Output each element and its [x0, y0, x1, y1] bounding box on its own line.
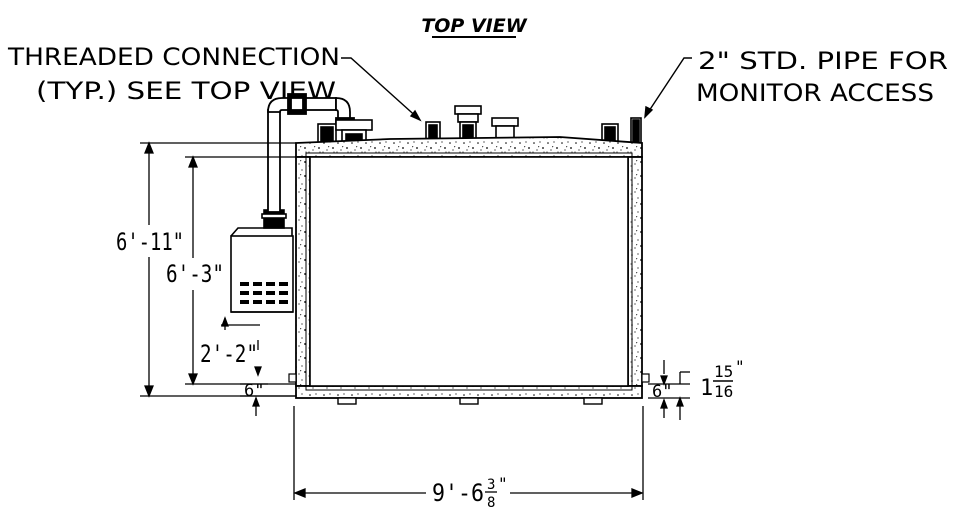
- tank-roof: [295, 136, 643, 158]
- fitting-5: [491, 117, 519, 127]
- tank-right-wall: [627, 156, 643, 387]
- pump-vent-grille: [240, 282, 288, 304]
- overall-height-dim: 6'-11": [116, 228, 184, 256]
- pump-unit: [230, 209, 294, 313]
- tank-shell: [288, 136, 650, 405]
- dimension-lines: [140, 141, 690, 500]
- fitting-2: [335, 119, 373, 131]
- tank-left-wall: [295, 156, 311, 387]
- overall-width-numerator: 3: [487, 477, 495, 493]
- foot-right: [583, 397, 603, 405]
- lift-lug-right: [641, 373, 650, 383]
- title-group: TOP VIEW: [421, 15, 528, 38]
- overall-width-dim: 9'-6: [432, 479, 484, 507]
- foot-center: [459, 397, 479, 405]
- leader-lines: [341, 57, 692, 122]
- overall-width-denominator: 8: [487, 495, 495, 511]
- threaded-leader: [341, 57, 421, 121]
- wall-thickness-denominator: 16: [714, 382, 733, 401]
- monitor-access-label: MONITOR ACCESS: [696, 79, 934, 107]
- tank-interior: [309, 156, 629, 387]
- fitting-4: [454, 105, 482, 115]
- pump-lid: [230, 227, 293, 237]
- threaded-connection-label: THREADED CONNECTION: [7, 43, 340, 71]
- tank-floor: [295, 385, 643, 399]
- base-right-dim: 6": [652, 382, 672, 402]
- pipe-leader: [644, 57, 692, 118]
- base-left-dim: 6": [244, 381, 264, 401]
- tank-height-dim: 6'-3": [166, 260, 224, 288]
- threaded-leader-arrow: [409, 109, 422, 122]
- overall-width-unit: ": [498, 474, 508, 493]
- page-title: TOP VIEW: [421, 15, 527, 37]
- pump-height-dim: 2'-2": [200, 340, 258, 368]
- wall-thickness-whole: 1: [700, 376, 713, 401]
- foot-left: [337, 397, 357, 405]
- pipe-leader-arrow: [644, 105, 654, 119]
- dimension-labels: 6'-11" 6'-3" 2'-2" 6" 6" 1 15 16 " 9'-6 …: [116, 228, 745, 511]
- std-pipe-label: 2" STD. PIPE FOR: [698, 47, 948, 75]
- wall-thickness-numerator: 15: [714, 362, 733, 381]
- lift-lug-left: [288, 373, 297, 383]
- wall-thickness-unit: ": [735, 357, 745, 376]
